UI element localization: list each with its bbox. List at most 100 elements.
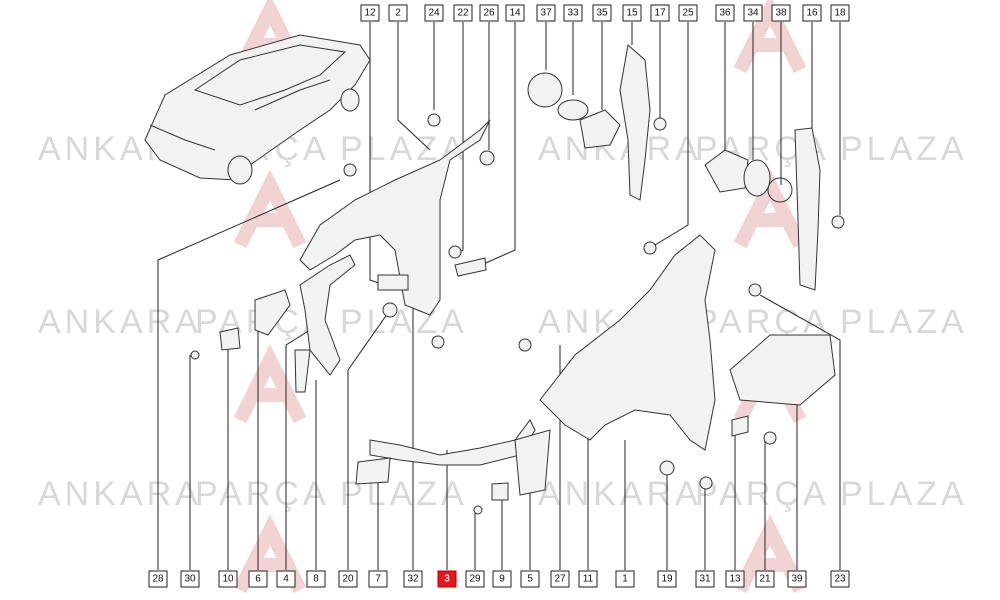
callout-18: 18 [830, 4, 850, 22]
bolt [427, 113, 441, 127]
watermark-text-c: PLAZA [840, 303, 968, 341]
callout-22: 22 [453, 4, 473, 22]
callout-36: 36 [715, 4, 735, 22]
wheel-arch-liner-strip [619, 44, 651, 201]
watermark-text-a: ANKARA [38, 475, 202, 513]
callout-number: 24 [428, 8, 440, 19]
nut [659, 460, 675, 476]
callout-box [479, 4, 499, 22]
callout-box [536, 4, 556, 22]
callout-box [276, 570, 296, 588]
callout-box [657, 570, 677, 588]
callout-number: 34 [747, 8, 759, 19]
bolt [653, 117, 667, 131]
left-small-bracket [254, 289, 291, 336]
callout-number: 6 [255, 574, 261, 585]
callout-box [453, 4, 473, 22]
callout-box [725, 570, 745, 588]
bolt [748, 283, 762, 297]
nut [382, 302, 398, 318]
bolt [431, 335, 445, 349]
callout-number: 22 [457, 8, 469, 19]
callout-number: 28 [152, 574, 164, 585]
watermark-text-b: PARÇA [695, 475, 830, 513]
watermark-text-a: ANKARA [538, 130, 702, 168]
nut [643, 241, 657, 255]
callout-10: 10 [218, 570, 238, 588]
bolt [518, 338, 532, 352]
callout-number: 29 [469, 574, 481, 585]
callout-number: 39 [791, 574, 803, 585]
callout-16: 16 [802, 4, 822, 22]
callout-box [802, 4, 822, 22]
callout-box [492, 570, 512, 588]
leader-lines [157, 22, 841, 570]
callout-number: 18 [834, 8, 846, 19]
callout-number: 2 [395, 8, 401, 19]
watermark-text-a: ANKARA [38, 303, 202, 341]
callout-number: 27 [554, 574, 566, 585]
callout-box [437, 570, 457, 588]
callout-38: 38 [771, 4, 791, 22]
left-fender [299, 119, 491, 316]
callout-box [650, 4, 670, 22]
watermark-text-c: PLAZA [840, 130, 968, 168]
callout-box [148, 570, 168, 588]
bolt [343, 163, 357, 177]
car-overview-illustration [144, 34, 371, 185]
callout-box [830, 570, 850, 588]
callout-26: 26 [479, 4, 499, 22]
callout-35: 35 [592, 4, 612, 22]
callout-19: 19 [657, 570, 677, 588]
callout-number: 5 [527, 574, 533, 585]
callout-7: 7 [368, 570, 388, 588]
bolt [699, 476, 713, 490]
callout-number: 20 [342, 574, 354, 585]
callout-number: 8 [313, 574, 319, 585]
fuel-cap-seal [743, 159, 771, 197]
callout-23: 23 [830, 570, 850, 588]
fuel-door-gasket [557, 99, 589, 121]
callout-number: 25 [682, 8, 694, 19]
callout-9: 9 [492, 570, 512, 588]
rivet [190, 350, 200, 360]
nut [448, 245, 462, 259]
callout-number: 21 [759, 574, 771, 585]
callout-number: 35 [596, 8, 608, 19]
watermark-row-3: ANKARA PARÇA PLAZA ANKARA PARÇA PLAZA [38, 475, 964, 513]
lower-clip-plate [491, 482, 509, 501]
callout-box [360, 4, 380, 22]
watermark-text-a: ANKARA [538, 475, 702, 513]
callout-box [715, 4, 735, 22]
callout-24: 24 [424, 4, 444, 22]
callout-number: 23 [834, 574, 846, 585]
callout-number: 19 [661, 574, 673, 585]
callout-box [520, 570, 540, 588]
callout-number: 3 [444, 574, 450, 585]
callout-box [695, 570, 715, 588]
callout-30: 30 [180, 570, 200, 588]
callout-box [424, 4, 444, 22]
left-bracket [299, 254, 356, 376]
callout-box [248, 570, 268, 588]
callout-box [465, 570, 485, 588]
callout-1: 1 [615, 570, 635, 588]
parts [144, 34, 845, 515]
callout-25: 25 [678, 4, 698, 22]
callout-box [338, 570, 358, 588]
callout-5: 5 [520, 570, 540, 588]
callout-box [563, 4, 583, 22]
callout-box [550, 570, 570, 588]
callout-box [403, 570, 423, 588]
callout-box [615, 570, 635, 588]
callout-39: 39 [787, 570, 807, 588]
lower-bracket-plate [355, 457, 391, 485]
callout-number: 4 [283, 574, 289, 585]
callout-37: 37 [536, 4, 556, 22]
bolt [763, 431, 777, 445]
rivet [473, 505, 483, 515]
fasteners [190, 113, 845, 515]
